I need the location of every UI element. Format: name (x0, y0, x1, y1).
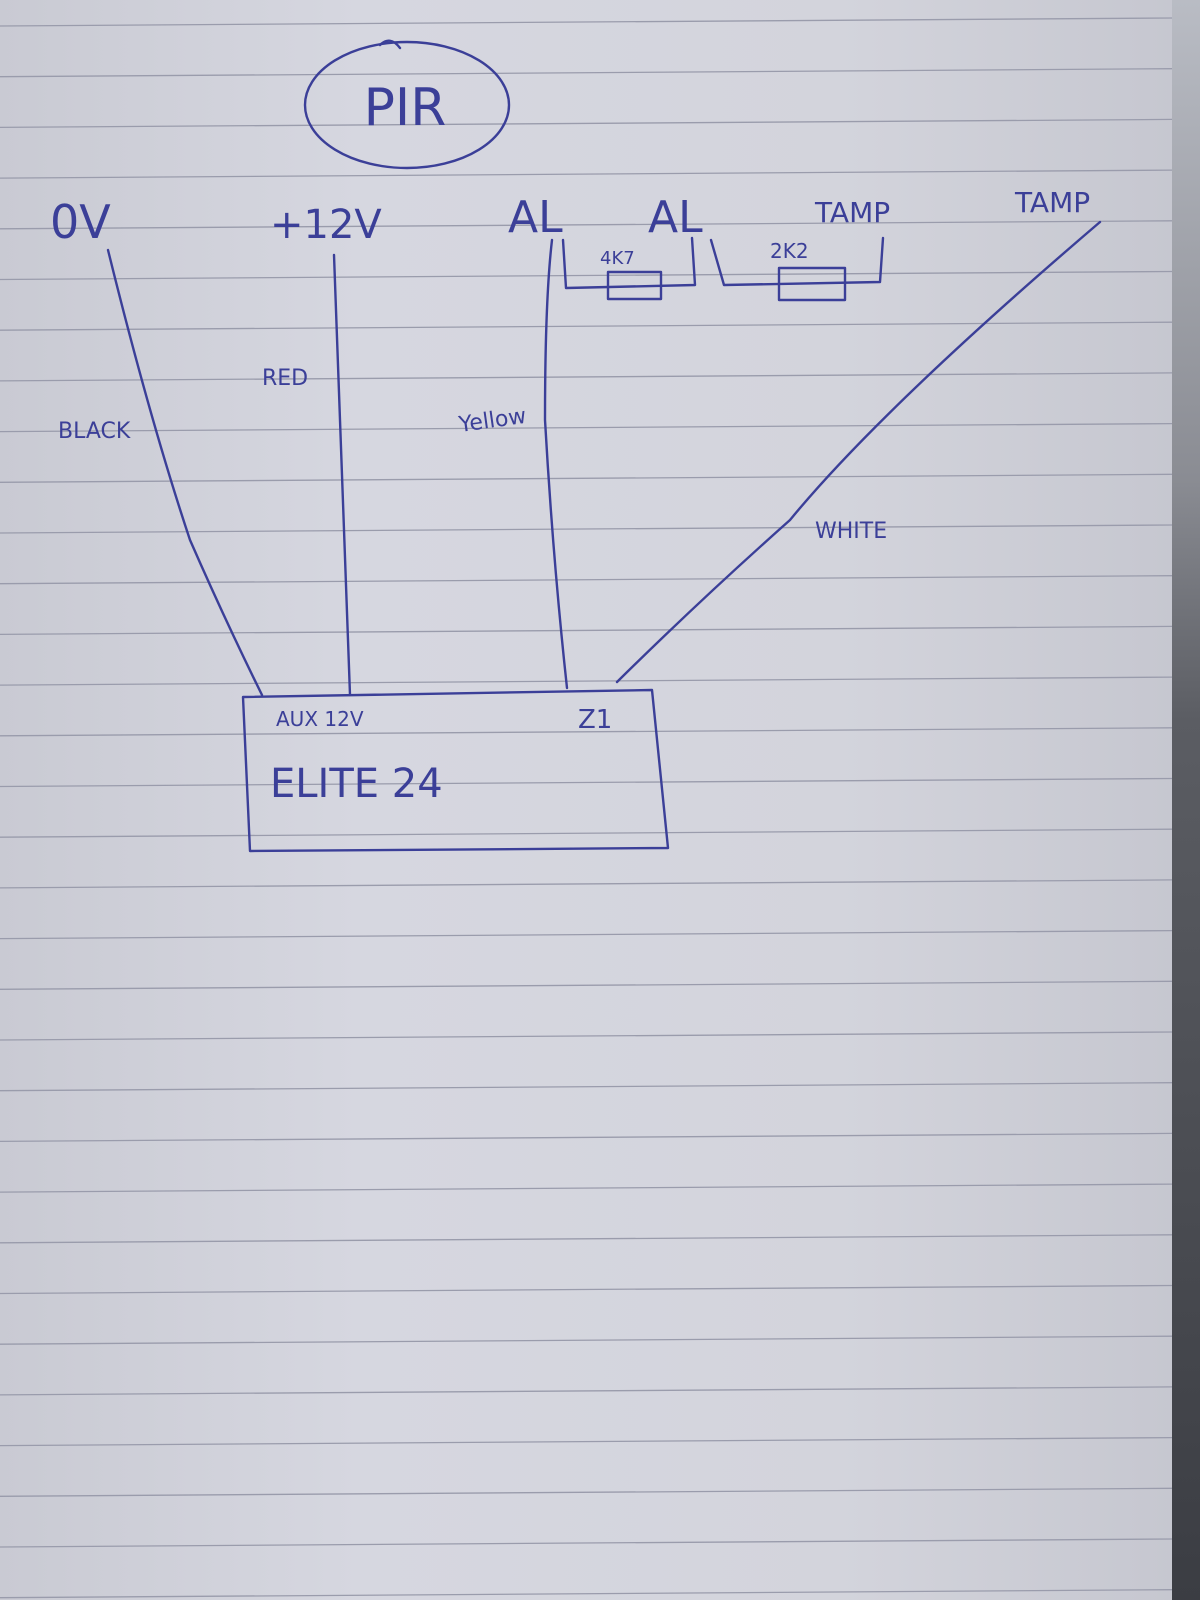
wire-label-red: RED (262, 366, 308, 391)
wire-label-black: BLACK (58, 419, 131, 444)
ruled-lines (0, 17, 1173, 1599)
wire-yellow (543, 238, 569, 690)
ruled-line (0, 929, 1173, 940)
resistor-4k7 (606, 270, 663, 301)
ruled-line (0, 676, 1173, 686)
ruled-line (0, 1335, 1173, 1345)
ruled-line (0, 270, 1173, 281)
ruled-line (0, 422, 1173, 433)
resistor-4k7-label: 4K7 (600, 248, 635, 269)
wire-black (106, 248, 264, 697)
ruled-line (0, 17, 1173, 27)
paper-edge-background (1172, 0, 1200, 1600)
ruled-line (0, 1132, 1173, 1143)
resistor-2k2-label: 2K2 (770, 239, 809, 263)
terminal-tamp-1: TAMP (814, 196, 890, 229)
ruled-line (0, 1031, 1173, 1041)
panel-aux-label: AUX 12V (276, 707, 364, 731)
ruled-line (0, 1386, 1173, 1396)
ruled-line (0, 879, 1173, 889)
ruled-line (0, 777, 1173, 788)
resistor-loop-4k7 (561, 236, 697, 290)
ruled-line (0, 1589, 1173, 1599)
ruled-line (0, 1234, 1173, 1244)
panel-box (241, 688, 670, 853)
wire-red (332, 253, 352, 697)
ruled-line (0, 372, 1173, 382)
ruled-line (0, 1487, 1173, 1497)
ruled-line (0, 828, 1173, 838)
ruled-line (0, 473, 1173, 483)
ruled-line (0, 68, 1173, 78)
ruled-line (0, 727, 1173, 737)
wire-white (615, 220, 1102, 684)
ruled-line (0, 321, 1173, 331)
wire-label-yellow: Yellow (456, 404, 528, 438)
ruled-line (0, 980, 1173, 990)
title-pir: PIR (364, 78, 447, 138)
ruled-line (0, 575, 1173, 585)
terminal-12v: +12V (270, 202, 382, 248)
ruled-line (0, 220, 1173, 230)
panel-name: ELITE 24 (270, 761, 443, 807)
oval-tail (378, 39, 402, 50)
resistor-2k2 (777, 266, 847, 302)
ruled-line (0, 1538, 1173, 1548)
ruled-line (0, 1436, 1173, 1447)
ruled-line (0, 169, 1173, 179)
resistor-loop-2k2 (709, 236, 885, 287)
ruled-line (0, 1284, 1173, 1295)
ruled-line (0, 1082, 1173, 1092)
ruled-line (0, 118, 1173, 129)
title-oval (303, 40, 511, 170)
ruled-line (0, 1183, 1173, 1193)
panel-zone-label: Z1 (578, 705, 612, 735)
terminal-al-2: AL (648, 192, 703, 243)
ruled-line (0, 625, 1173, 636)
wire-label-white: WHITE (815, 519, 887, 544)
terminal-0v: 0V (50, 195, 111, 249)
terminal-al-1: AL (508, 192, 563, 243)
ruled-line (0, 524, 1173, 534)
terminal-tamp-2: TAMP (1014, 186, 1090, 219)
